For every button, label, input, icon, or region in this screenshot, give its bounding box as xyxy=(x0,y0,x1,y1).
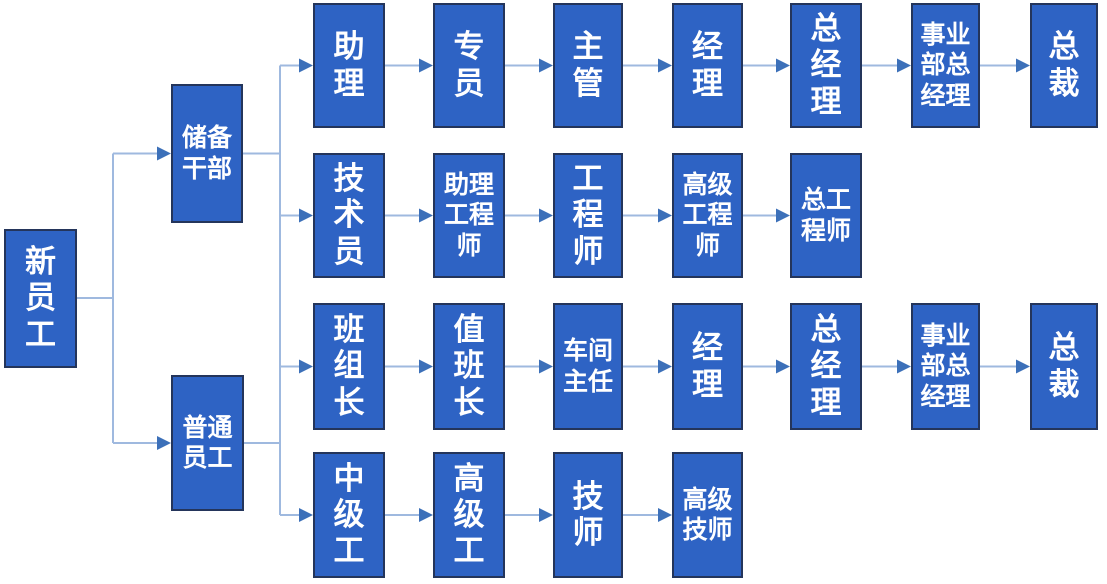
node-general-manager: 总 经 理 xyxy=(790,3,862,128)
node-assistant: 助 理 xyxy=(313,3,385,128)
node-manager-operations: 经 理 xyxy=(672,303,743,430)
node-new-employee: 新 员 工 xyxy=(4,229,77,368)
node-senior-worker: 高 级 工 xyxy=(433,452,505,578)
node-general-manager-operations: 总 经 理 xyxy=(790,303,862,430)
node-intermediate-worker: 中 级 工 xyxy=(313,452,385,578)
node-chief-engineer: 总工 程师 xyxy=(790,153,862,278)
node-technician: 技 术 员 xyxy=(313,153,385,278)
node-senior-skilled-technician: 高级 技师 xyxy=(672,452,743,578)
node-skilled-technician: 技 师 xyxy=(553,452,623,578)
connector-row-skilled-worker xyxy=(385,508,672,522)
node-engineer: 工 程 师 xyxy=(553,153,623,278)
node-team-leader: 班 组 长 xyxy=(313,303,385,430)
connector-root-tree xyxy=(77,146,171,450)
node-senior-engineer: 高级 工程 师 xyxy=(672,153,743,278)
node-assistant-engineer: 助理 工程 师 xyxy=(433,153,505,278)
node-president-operations: 总 裁 xyxy=(1030,303,1098,430)
node-division-general-manager-operations: 事业 部总 经理 xyxy=(911,303,980,430)
connector-branch-tree xyxy=(243,58,313,522)
node-ordinary-employee: 普通 员工 xyxy=(171,375,244,511)
node-shift-leader: 值 班 长 xyxy=(433,303,505,430)
node-president: 总 裁 xyxy=(1030,3,1098,128)
node-supervisor: 主 管 xyxy=(553,3,623,128)
node-manager: 经 理 xyxy=(672,3,743,128)
node-workshop-director: 车间 主任 xyxy=(553,303,623,430)
node-division-general-manager: 事业 部总 经理 xyxy=(911,3,980,128)
node-specialist: 专 员 xyxy=(433,3,505,128)
node-reserve-cadre: 储备 干部 xyxy=(171,84,243,223)
